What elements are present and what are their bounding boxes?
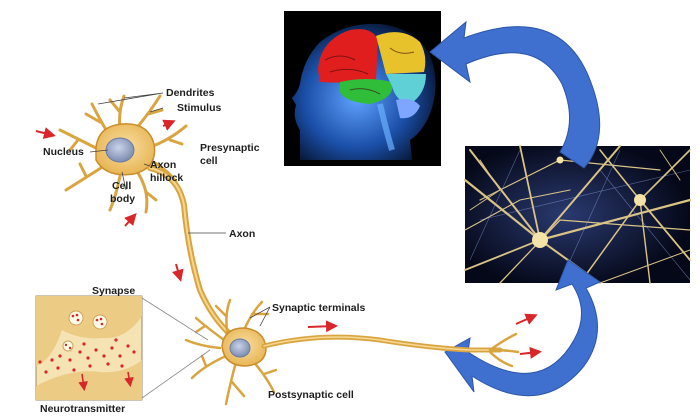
label-axon: Axon [229,228,255,240]
postsynaptic-axon-terminals [490,334,518,366]
synapse-inset [36,296,210,400]
label-postsynaptic-cell: Postsynaptic cell [268,389,354,401]
label-nucleus: Nucleus [43,146,84,158]
label-dendrites: Dendrites [166,87,215,99]
label-synaptic-terminals: Synaptic terminals [272,302,366,314]
network-soma-small [557,157,564,164]
presynaptic-nucleus [106,138,134,162]
label-neurotransmitter: Neurotransmitter [40,403,125,415]
label-stimulus: Stimulus [177,102,221,114]
label-cell-body-line2: body [110,193,135,205]
zoom-guide-lines [142,298,210,398]
network-soma-right [634,194,646,206]
network-soma-main [532,232,548,248]
label-synapse: Synapse [92,285,135,297]
brain-image [284,11,441,166]
label-axon-hillock-line1: Axon [150,159,176,171]
label-presynaptic-cell-line2: cell [200,155,218,167]
label-axon-hillock-line2: hillock [150,172,183,184]
postsynaptic-nucleus [230,339,250,357]
label-cell-body-line1: Cell [112,180,131,192]
label-presynaptic-cell-line1: Presynaptic [200,142,260,154]
network-image [465,146,690,283]
